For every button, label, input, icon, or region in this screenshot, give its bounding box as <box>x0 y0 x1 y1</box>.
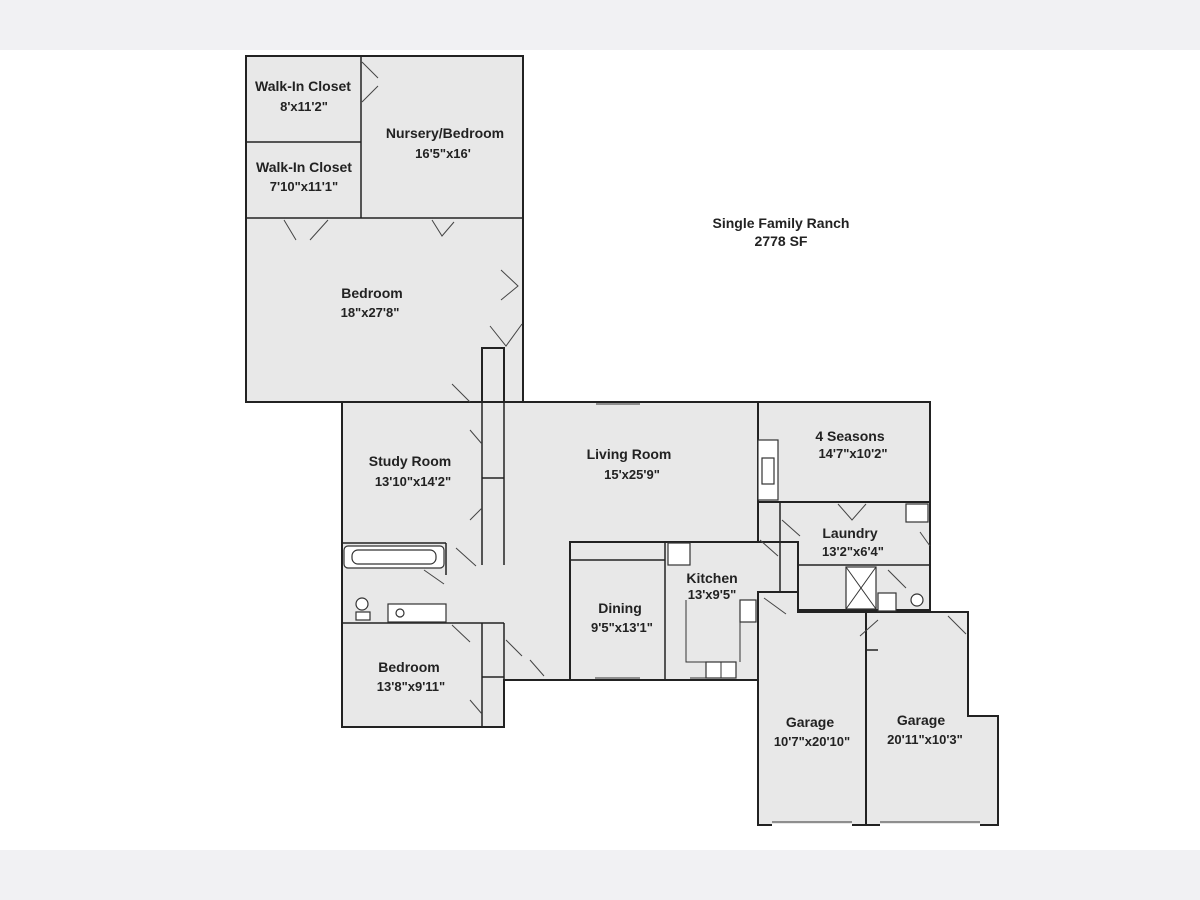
room-dimensions: 16'5"x16' <box>415 146 471 161</box>
door-icon <box>469 429 483 521</box>
room-dimensions: 7'10"x11'1" <box>270 179 338 194</box>
room-labels: Walk-In Closet 8'x11'2" Walk-In Closet 7… <box>255 78 963 749</box>
door-icon <box>469 699 483 715</box>
room-four-seasons: 4 Seasons 14'7"x10'2" <box>815 428 887 461</box>
door-icon <box>859 615 967 637</box>
door-icon <box>451 383 471 403</box>
hall-link-floor <box>481 347 505 405</box>
laundry-sink-icon <box>877 592 897 612</box>
garage-toilet-icon <box>910 593 924 607</box>
door-icon <box>431 219 455 237</box>
door-icon <box>283 219 329 241</box>
four-seasons-floor <box>757 401 931 503</box>
room-garage-1: Garage 10'7"x20'10" <box>774 714 850 749</box>
kitchen-counter <box>685 600 741 663</box>
room-dimensions: 8'x11'2" <box>280 99 328 114</box>
interior-walls <box>246 56 930 727</box>
door-icon <box>500 269 519 301</box>
plan-title: Single Family Ranch 2778 SF <box>713 215 850 249</box>
room-name: Living Room <box>587 446 672 462</box>
door-icon <box>919 531 931 547</box>
room-master-bedroom: Bedroom 18"x27'8" <box>341 285 403 320</box>
floor-areas <box>245 55 999 826</box>
room-name: Study Room <box>369 453 451 469</box>
garage-2-floor <box>865 611 999 826</box>
windows <box>595 403 980 826</box>
room-dimensions: 18"x27'8" <box>341 305 400 320</box>
room-dimensions: 14'7"x10'2" <box>818 446 887 461</box>
room-garage-2: Garage 20'11"x10'3" <box>887 712 963 747</box>
room-dimensions: 13'x9'5" <box>688 587 737 602</box>
room-laundry: Laundry 13'2"x6'4" <box>822 525 884 559</box>
range-icon <box>739 599 757 623</box>
room-name: Walk-In Closet <box>255 78 351 94</box>
sink-vanity-icon <box>387 603 447 623</box>
room-dimensions: 10'7"x20'10" <box>774 734 850 749</box>
room-dimensions: 15'x25'9" <box>604 467 660 482</box>
door-icon <box>489 323 523 347</box>
room-kitchen: Kitchen 13'x9'5" <box>686 570 737 602</box>
room-walk-in-closet-2: Walk-In Closet 7'10"x11'1" <box>256 159 352 194</box>
room-dimensions: 9'5"x13'1" <box>591 620 653 635</box>
fixtures <box>343 439 929 679</box>
room-nursery-bedroom: Nursery/Bedroom 16'5"x16' <box>386 125 504 161</box>
doors <box>283 61 967 715</box>
room-name: 4 Seasons <box>815 428 884 444</box>
master-wing-floor <box>245 55 524 403</box>
room-dimensions: 20'11"x10'3" <box>887 732 963 747</box>
room-name: Bedroom <box>378 659 439 675</box>
bottom-band <box>0 850 1200 900</box>
room-name: Garage <box>897 712 945 728</box>
door-icon <box>505 639 545 677</box>
door-icon <box>361 61 379 103</box>
room-name: Garage <box>786 714 834 730</box>
refrigerator-icon <box>667 542 691 566</box>
room-name: Laundry <box>822 525 877 541</box>
room-study-room: Study Room 13'10"x14'2" <box>369 453 451 489</box>
washer-icon <box>905 503 929 523</box>
room-dimensions: 13'10"x14'2" <box>375 474 451 489</box>
door-icon <box>763 597 787 615</box>
room-name: Kitchen <box>686 570 737 586</box>
room-dimensions: 13'2"x6'4" <box>822 544 884 559</box>
room-dimensions: 13'8"x9'11" <box>377 679 445 694</box>
room-bedroom-2: Bedroom 13'8"x9'11" <box>377 659 445 694</box>
toilet-icon <box>355 597 369 611</box>
room-living-room: Living Room 15'x25'9" <box>587 446 672 482</box>
door-icon <box>759 519 801 557</box>
garage-1-floor <box>757 591 867 826</box>
plan-area-text: 2778 SF <box>755 233 808 249</box>
room-name: Walk-In Closet <box>256 159 352 175</box>
room-name: Nursery/Bedroom <box>386 125 504 141</box>
room-walk-in-closet-1: Walk-In Closet 8'x11'2" <box>255 78 351 114</box>
door-icon <box>887 569 907 589</box>
room-dining: Dining 9'5"x13'1" <box>591 600 653 635</box>
plan-title-text: Single Family Ranch <box>713 215 850 231</box>
door-icon <box>837 503 867 521</box>
top-band <box>0 0 1200 50</box>
door-icon <box>423 547 477 585</box>
door-icon <box>451 624 471 643</box>
room-name: Dining <box>598 600 642 616</box>
room-name: Bedroom <box>341 285 402 301</box>
